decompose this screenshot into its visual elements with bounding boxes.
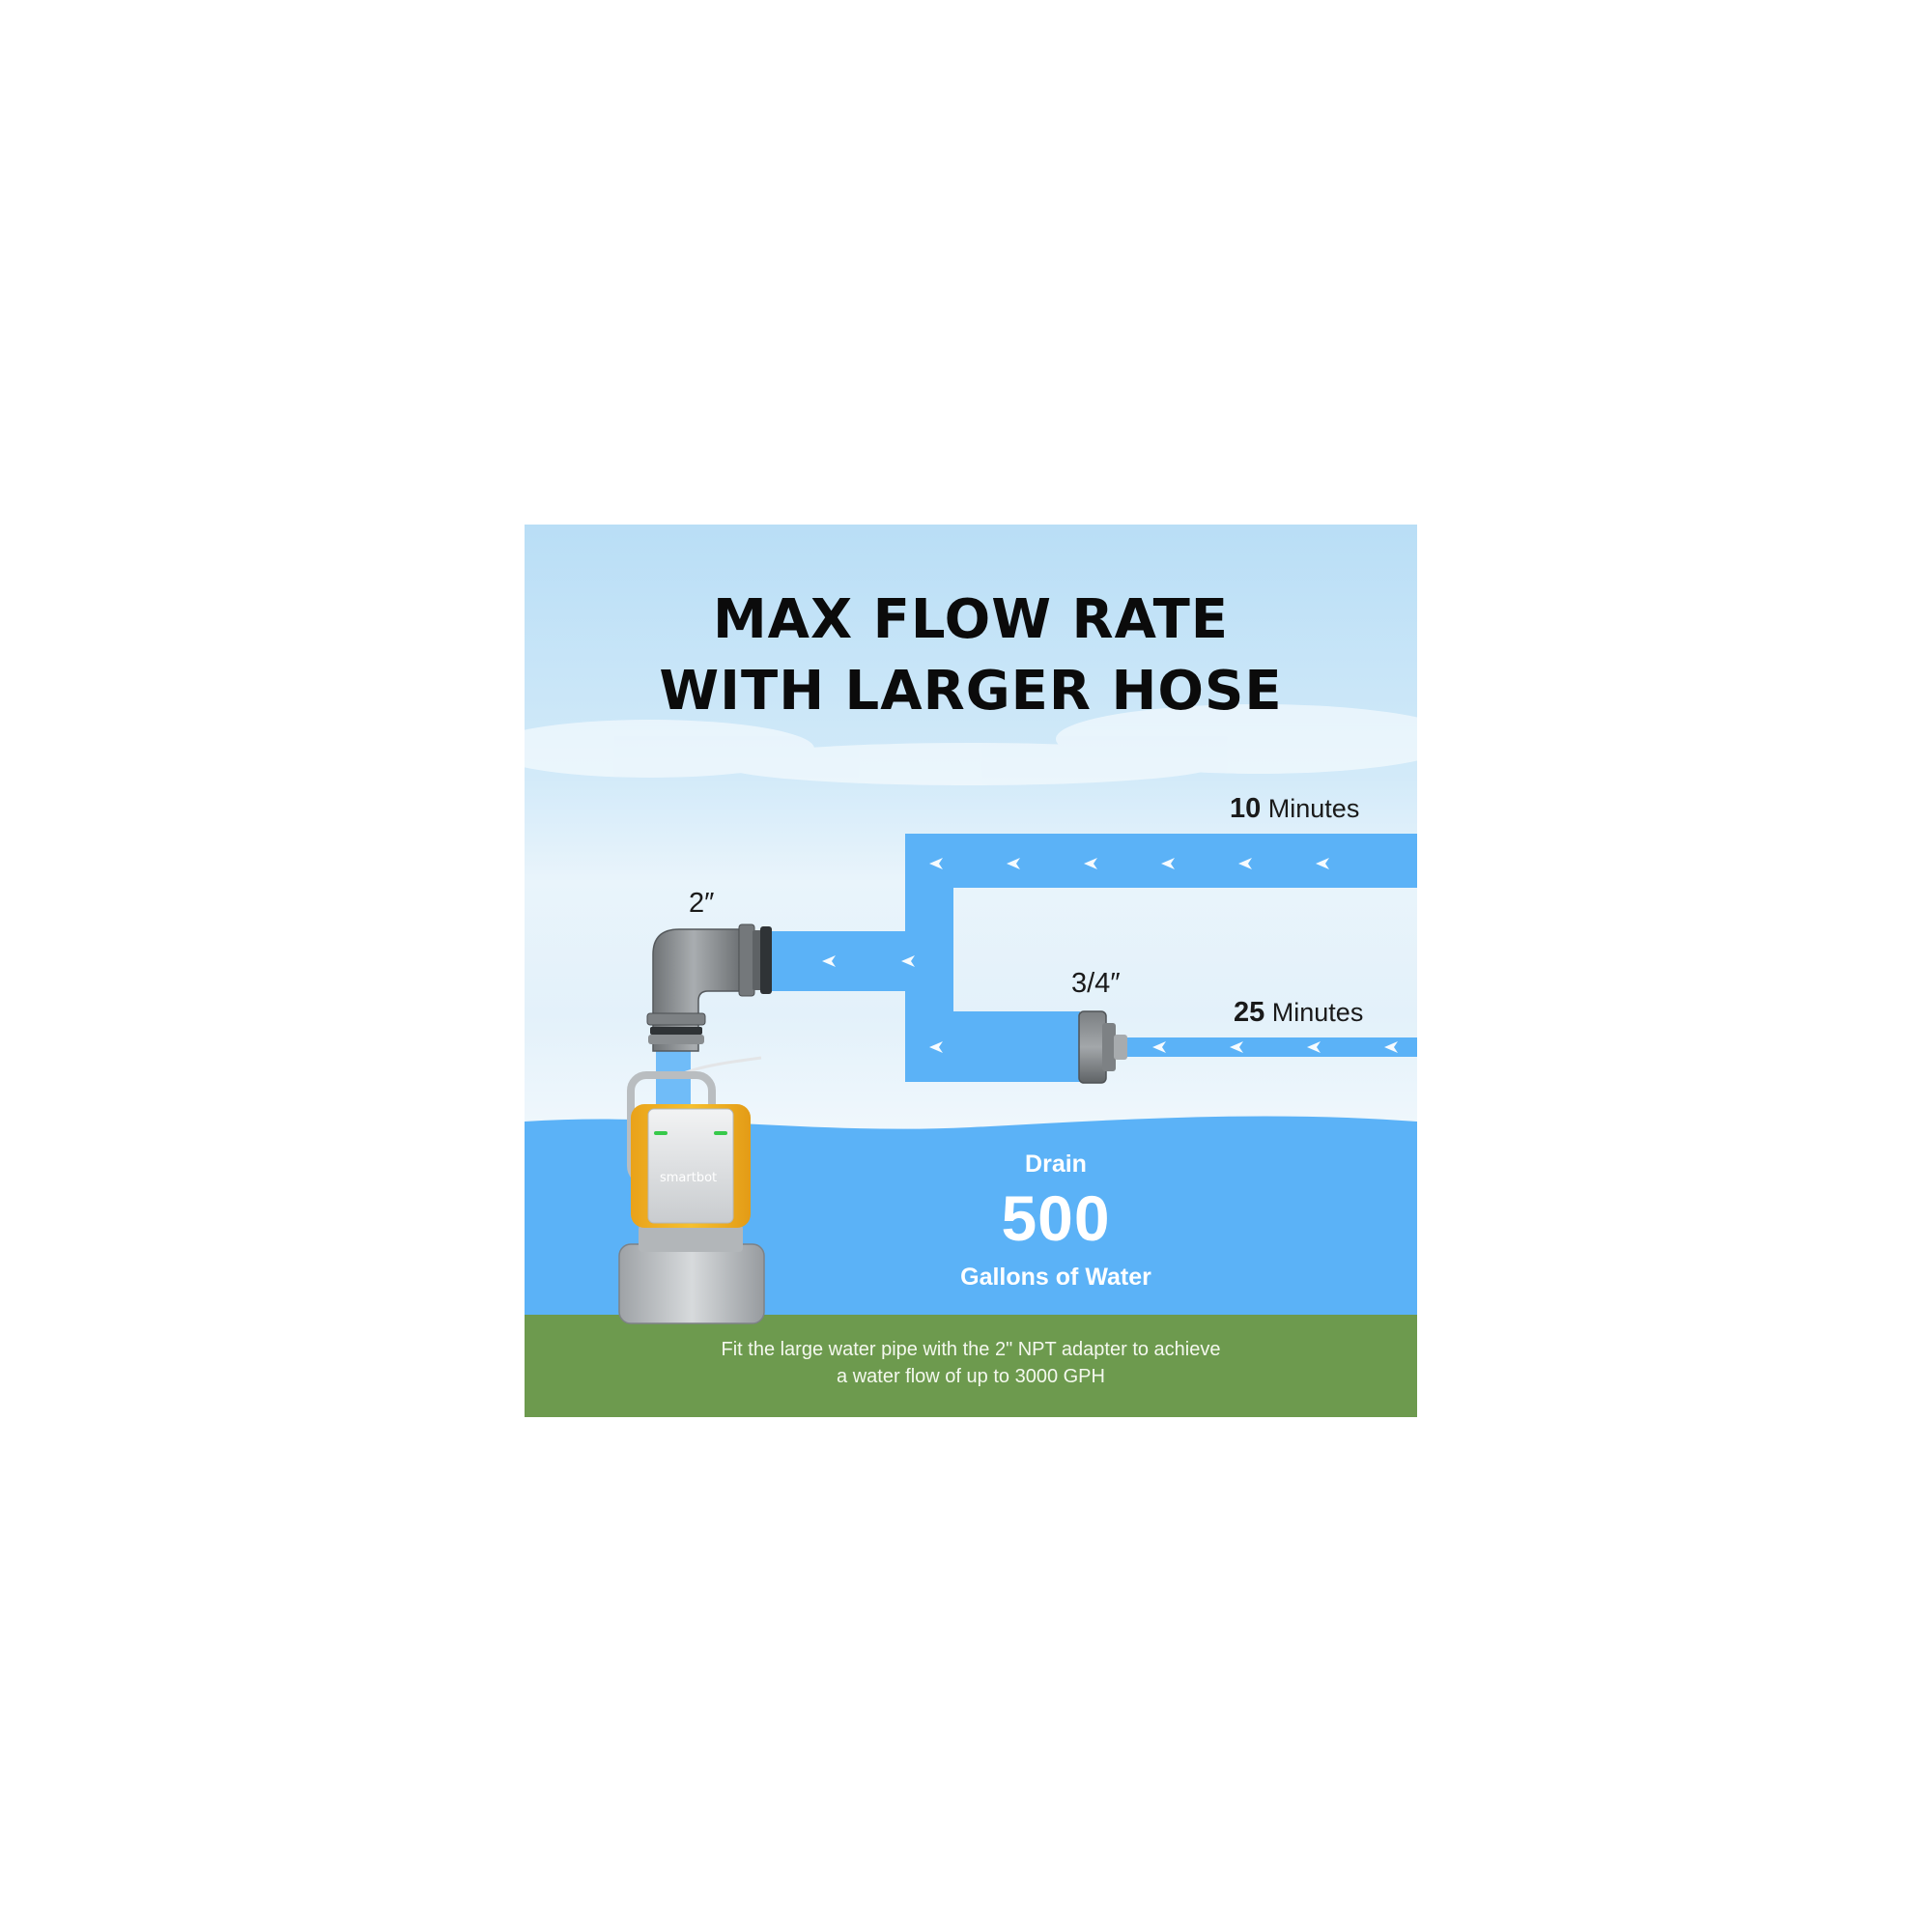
flow-arrow [1238, 858, 1252, 869]
small-output-hose [1123, 1037, 1417, 1057]
footer-line-1: Fit the large water pipe with the 2" NPT… [721, 1339, 1221, 1360]
main-feed-hose [766, 931, 911, 991]
small-hose-time-unit: Minutes [1271, 998, 1364, 1027]
small-hose-time-label: 25 Minutes [1234, 997, 1363, 1029]
flow-arrow [1316, 858, 1329, 869]
flow-scene: smartbot [525, 704, 1417, 1417]
flow-arrow [822, 955, 836, 967]
footer-line-2: a water flow of up to 3000 GPH [837, 1366, 1105, 1387]
drain-label: Drain [1025, 1151, 1087, 1178]
two-inch-elbow [646, 923, 772, 1052]
flow-arrow [901, 955, 915, 967]
ground-strip [525, 1315, 1417, 1417]
pump-brand: smartbot [660, 1171, 717, 1185]
large-hose-time-value: 10 [1230, 793, 1262, 824]
small-hose-time-value: 25 [1234, 997, 1265, 1028]
large-hose-time-label: 10 Minutes [1230, 793, 1359, 825]
drain-value: 500 [1001, 1182, 1111, 1254]
flow-arrow [1161, 858, 1175, 869]
flow-arrow [929, 1041, 943, 1053]
large-hose-size-label: 2″ [689, 888, 715, 919]
large-hose-time-unit: Minutes [1267, 794, 1360, 823]
pump-base [618, 1243, 765, 1324]
footer-caption: Fit the large water pipe with the 2" NPT… [525, 1336, 1417, 1390]
flow-arrow [1307, 1041, 1321, 1053]
pump: smartbot [618, 1056, 765, 1324]
headline-line-1: MAX FLOW RATE [712, 588, 1230, 651]
headline-line-2: WITH LARGER HOSE [659, 660, 1283, 723]
status-light-icon [654, 1131, 668, 1135]
flow-arrow [1007, 858, 1020, 869]
status-light-icon [714, 1131, 727, 1135]
three-quarter-adapter [1078, 1010, 1127, 1084]
cloud-haze [525, 704, 1417, 785]
flow-arrow [1230, 1041, 1243, 1053]
flow-arrow [1384, 1041, 1398, 1053]
flow-arrows [822, 858, 1398, 1053]
infographic-panel: smartbot MAX FLOW RATE WITH LARGER HOSE … [525, 525, 1417, 1417]
flow-arrow [929, 858, 943, 869]
drain-unit: Gallons of Water [960, 1264, 1151, 1291]
small-hose-size-label: 3/4″ [1071, 968, 1121, 999]
flow-arrow [1152, 1041, 1166, 1053]
flow-arrow [1084, 858, 1097, 869]
hose-loop [905, 834, 1417, 1082]
